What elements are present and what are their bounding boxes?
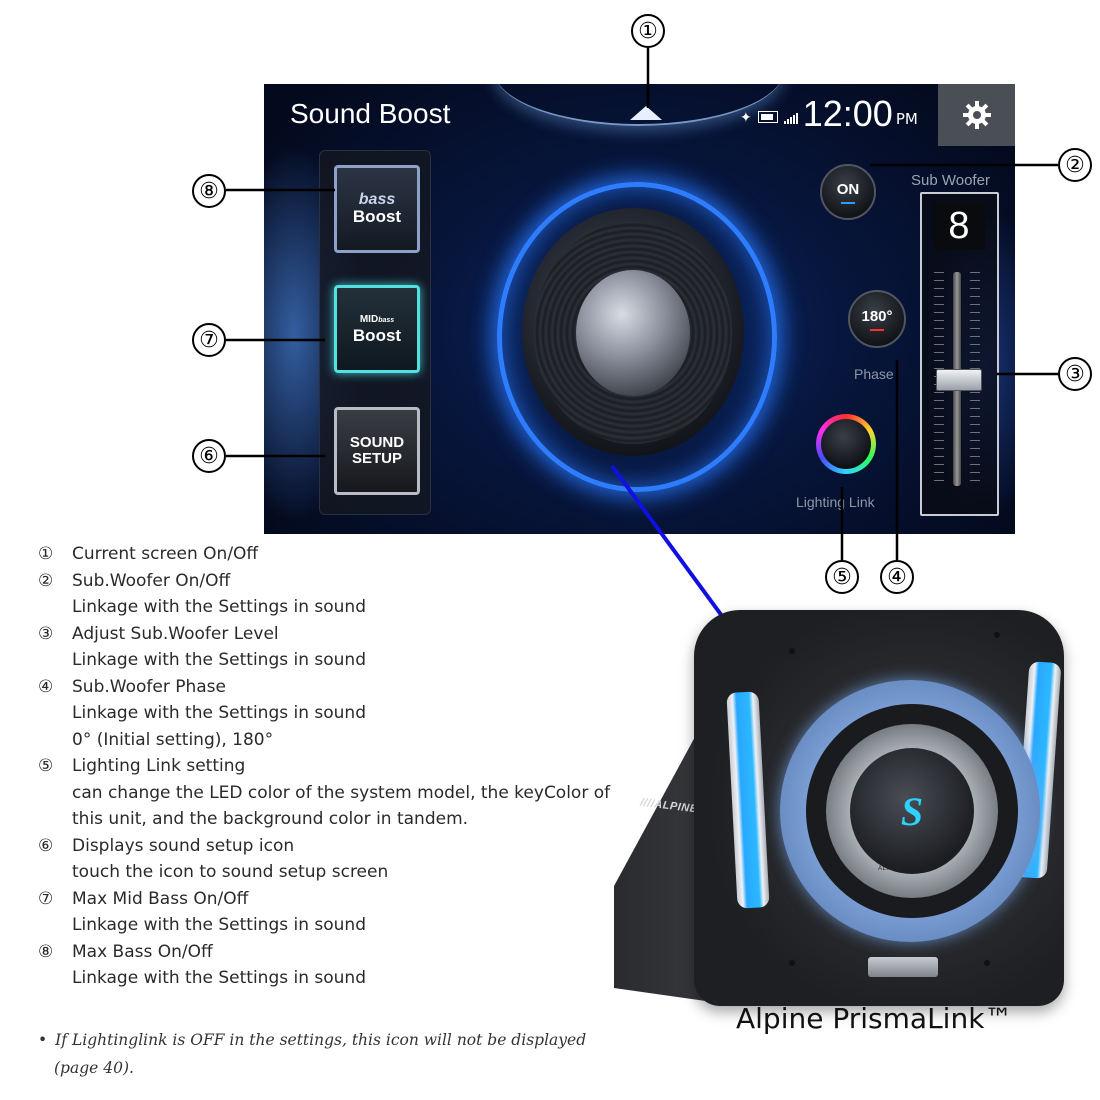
- mid-bass-label-bottom: Boost: [352, 325, 402, 345]
- description-title: Lighting Link setting: [72, 756, 246, 776]
- description-item: ⑥ Displays sound setup icon: [38, 833, 638, 860]
- description-title: Sub.Woofer On/Off: [72, 570, 231, 591]
- status-bar: ✦ 12:00 PM: [740, 96, 918, 132]
- sound-boost-screen: Sound Boost ✦ 12:00 PM ba: [264, 84, 1015, 534]
- clock-time: 12:00: [802, 93, 893, 134]
- product-caption: Alpine PrismaLink™: [736, 1002, 1013, 1035]
- description-detail: 0° (Initial setting), 180°: [72, 729, 274, 750]
- description-item: ⑧ Max Bass On/Off: [38, 939, 638, 966]
- description-number: ①: [38, 544, 54, 564]
- gear-icon: [962, 101, 991, 129]
- settings-button[interactable]: [938, 84, 1015, 146]
- speaker-glow-ring: [497, 182, 777, 492]
- description-number: ⑤: [38, 756, 54, 776]
- phase-button[interactable]: 180°: [848, 290, 906, 348]
- s-logo-icon: S: [900, 788, 924, 834]
- description-detail: can change the LED color of the system m…: [72, 782, 611, 803]
- description-number: ⑥: [38, 835, 54, 856]
- description-item: ② Sub.Woofer On/Off: [38, 568, 638, 595]
- bass-boost-label-top: bass: [358, 191, 396, 208]
- screen-toggle-arrow-icon[interactable]: [630, 106, 662, 120]
- lighting-link-note: • If Lightinglink is OFF in the settings,…: [38, 1026, 598, 1082]
- terminal-plate: [868, 957, 938, 977]
- description-detail: this unit, and the background color in t…: [72, 809, 469, 829]
- phase-value: 180°: [861, 307, 893, 325]
- description-detail: Linkage with the Settings in sound: [72, 650, 366, 670]
- cone-brand-text: ALPINE: [878, 866, 903, 872]
- boost-button-panel: bass Boost MIDbass Boost SOUND SETUP: [319, 150, 431, 515]
- callout-6: ⑥: [192, 439, 226, 473]
- callout-5: ⑤: [825, 560, 859, 594]
- subwoofer-level-value: 8: [933, 202, 985, 250]
- callout-2: ②: [1058, 148, 1092, 182]
- subwoofer-toggle-button[interactable]: ON: [820, 164, 876, 220]
- screen-title: Sound Boost: [290, 98, 451, 129]
- description-number: ②: [38, 570, 54, 591]
- top-arc: [494, 84, 784, 126]
- description-title: Adjust Sub.Woofer Level: [72, 623, 279, 644]
- mid-bass-label-mid: MID: [359, 313, 379, 325]
- description-item: ① Current screen On/Off: [38, 541, 638, 568]
- screw: [789, 648, 795, 654]
- note-line-1: If Lightinglink is OFF in the settings, …: [55, 1031, 587, 1049]
- sound-setup-button[interactable]: SOUND SETUP: [334, 407, 420, 495]
- subwoofer-toggle-label: ON: [836, 180, 860, 198]
- subwoofer-label: Sub Woofer: [911, 172, 990, 189]
- callout-1: ①: [631, 14, 665, 48]
- description-title: Sub.Woofer Phase: [72, 676, 226, 697]
- sound-setup-label-bottom: SETUP: [351, 450, 402, 467]
- description-item: ⑤ Lighting Link setting: [38, 753, 638, 780]
- callout-7: ⑦: [192, 323, 226, 357]
- description-number: ⑧: [38, 941, 54, 962]
- description-number: ④: [38, 676, 54, 697]
- lighting-link-label: Lighting Link: [796, 494, 875, 510]
- description-number: ⑦: [38, 888, 54, 909]
- toggle-indicator: [841, 201, 855, 204]
- callout-3: ③: [1058, 357, 1092, 391]
- sound-setup-label-top: SOUND: [349, 434, 405, 451]
- description-item: ⑦ Max Mid Bass On/Off: [38, 886, 638, 913]
- description-title: Max Mid Bass On/Off: [72, 888, 249, 909]
- speaker-dust-cap: S: [850, 748, 974, 874]
- mid-bass-boost-button[interactable]: MIDbass Boost: [334, 285, 420, 373]
- phase-indicator: [870, 328, 884, 331]
- screw: [984, 960, 990, 966]
- description-detail: touch the icon to sound setup screen: [72, 862, 389, 882]
- description-item: ④ Sub.Woofer Phase: [38, 674, 638, 701]
- battery-icon: [757, 111, 778, 123]
- description-detail: Linkage with the Settings in sound: [72, 915, 366, 935]
- callout-8: ⑧: [192, 174, 226, 208]
- description-detail: Linkage with the Settings in sound: [72, 597, 366, 617]
- feature-description-list: ① Current screen On/Off ② Sub.Woofer On/Off…: [38, 541, 638, 992]
- description-item: ③ Adjust Sub.Woofer Level: [38, 621, 638, 648]
- description-number: ③: [38, 623, 54, 644]
- description-detail: Linkage with the Settings in sound: [72, 968, 366, 988]
- callout-4: ④: [880, 560, 914, 594]
- description-title: Displays sound setup icon: [72, 835, 295, 856]
- description-title: Current screen On/Off: [72, 544, 259, 564]
- bluetooth-icon: ✦: [740, 110, 752, 126]
- speaker-cone: [576, 270, 690, 396]
- lighting-link-button[interactable]: [816, 414, 876, 474]
- mid-bass-label-bass: bass: [378, 316, 395, 324]
- description-detail: Linkage with the Settings in sound: [72, 703, 366, 723]
- bass-boost-label-bottom: Boost: [352, 207, 402, 226]
- description-title: Max Bass On/Off: [72, 941, 213, 962]
- note-bullet: •: [38, 1031, 48, 1049]
- bass-boost-button[interactable]: bass Boost: [334, 165, 420, 253]
- phase-label: Phase: [854, 366, 894, 382]
- subwoofer-level-slider-handle[interactable]: [936, 369, 982, 391]
- screw: [789, 960, 795, 966]
- screw: [994, 632, 1000, 638]
- subwoofer-level-panel: 8: [920, 192, 999, 516]
- signal-icon: [783, 113, 799, 124]
- note-line-2: (page 40).: [54, 1059, 134, 1077]
- clock-ampm: PM: [895, 110, 918, 128]
